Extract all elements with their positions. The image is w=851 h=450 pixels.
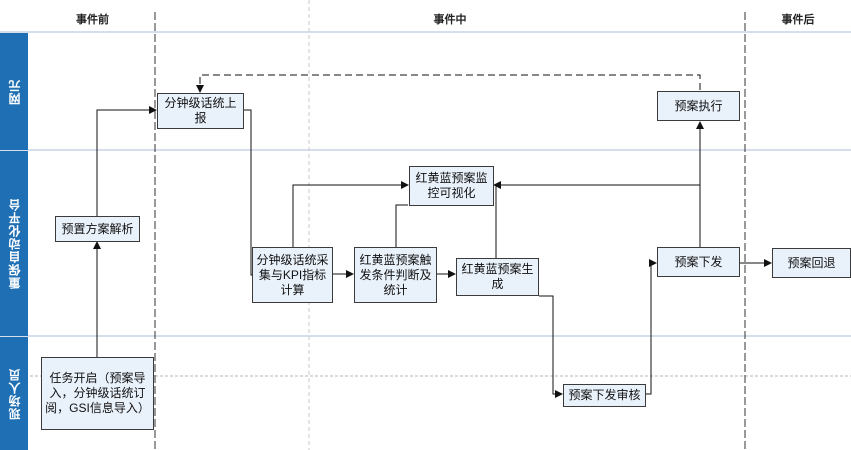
- edge-parse-to-report: [96, 106, 157, 216]
- edge-generate-to-monitor: [493, 181, 501, 258]
- phase-header-during: 事件中: [433, 14, 467, 26]
- edge-review-to-issue: [646, 259, 657, 395]
- edge-execute-to-report-dashed: [196, 74, 701, 93]
- node-task-start: 任务开启（预案导入，分钟级话统订阅，GSI信息导入）: [41, 357, 154, 430]
- node-trigger-stats: 红黄蓝预案触发条件判断及统计: [354, 247, 437, 303]
- phase-header-before: 事件前: [76, 14, 109, 26]
- lane-label-onsite-text: 现场人员: [7, 367, 22, 420]
- phase-separators: [154, 0, 746, 450]
- lane-label-platform-text: 重保自动化平台: [7, 198, 22, 289]
- lane-label-network-text: 网元: [7, 78, 22, 105]
- lane-label-platform: 重保自动化平台: [0, 151, 28, 336]
- node-plan-issue: 预案下发: [657, 247, 740, 277]
- edge-kpi-to-monitor: [292, 181, 409, 247]
- node-plan-execute: 预案执行: [657, 91, 740, 121]
- node-plan-rollback: 预案回退: [772, 248, 851, 278]
- node-plan-parse: 预置方案解析: [55, 216, 140, 242]
- edge-generate-to-review: [539, 295, 563, 398]
- lane-label-onsite: 现场人员: [0, 337, 28, 450]
- phase-header-after: 事件后: [781, 14, 815, 26]
- node-minute-report: 分钟级话统上报: [157, 93, 244, 129]
- node-kpi-calc: 分钟级话统采集与KPI指标计算: [252, 247, 333, 303]
- node-rgb-generate: 红黄蓝预案生成: [456, 258, 539, 296]
- node-issue-review: 预案下发审核: [563, 384, 646, 407]
- node-rgb-monitor: 红黄蓝预案监控可视化: [409, 166, 494, 206]
- edge-trigger-to-monitor: [395, 204, 408, 247]
- lane-label-network: 网元: [0, 33, 28, 150]
